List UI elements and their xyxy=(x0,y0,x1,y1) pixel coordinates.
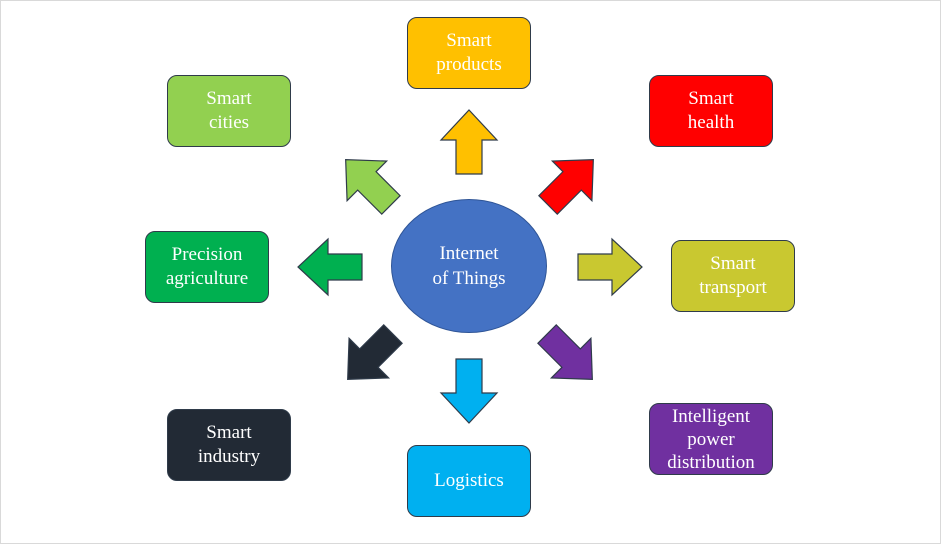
node-label: Smart health xyxy=(687,88,735,133)
node-label: Precision agriculture xyxy=(165,244,249,289)
node-label: Intelligent power distribution xyxy=(667,405,755,473)
node-smart-health: Smart health xyxy=(649,75,773,147)
node-label: Smart cities xyxy=(206,88,252,133)
node-smart-transport: Smart transport xyxy=(671,240,795,312)
arrow-up-right-health xyxy=(527,139,614,226)
iot-hub-node: Internet of Things xyxy=(391,199,547,333)
node-precision-agriculture: Precision agriculture xyxy=(145,231,269,303)
node-smart-industry: Smart industry xyxy=(167,409,291,481)
iot-hub-label: Internet of Things xyxy=(432,243,506,289)
arrow-left-precision xyxy=(297,238,363,296)
arrow-down-logistics xyxy=(440,358,498,424)
arrow-up-left-cities xyxy=(325,139,412,226)
node-label: Smart transport xyxy=(699,253,767,298)
node-label: Logistics xyxy=(434,470,504,491)
arrow-down-left-industry xyxy=(327,313,414,400)
node-intelligent-power-distribution: Intelligent power distribution xyxy=(649,403,773,475)
arrow-up-products xyxy=(440,109,498,175)
node-smart-cities: Smart cities xyxy=(167,75,291,147)
arrow-right-transport xyxy=(577,238,643,296)
arrow-down-right-power xyxy=(526,313,613,400)
node-logistics: Logistics xyxy=(407,445,531,517)
node-label: Smart industry xyxy=(197,422,261,467)
node-label: Smart products xyxy=(436,30,502,75)
node-smart-products: Smart products xyxy=(407,17,531,89)
